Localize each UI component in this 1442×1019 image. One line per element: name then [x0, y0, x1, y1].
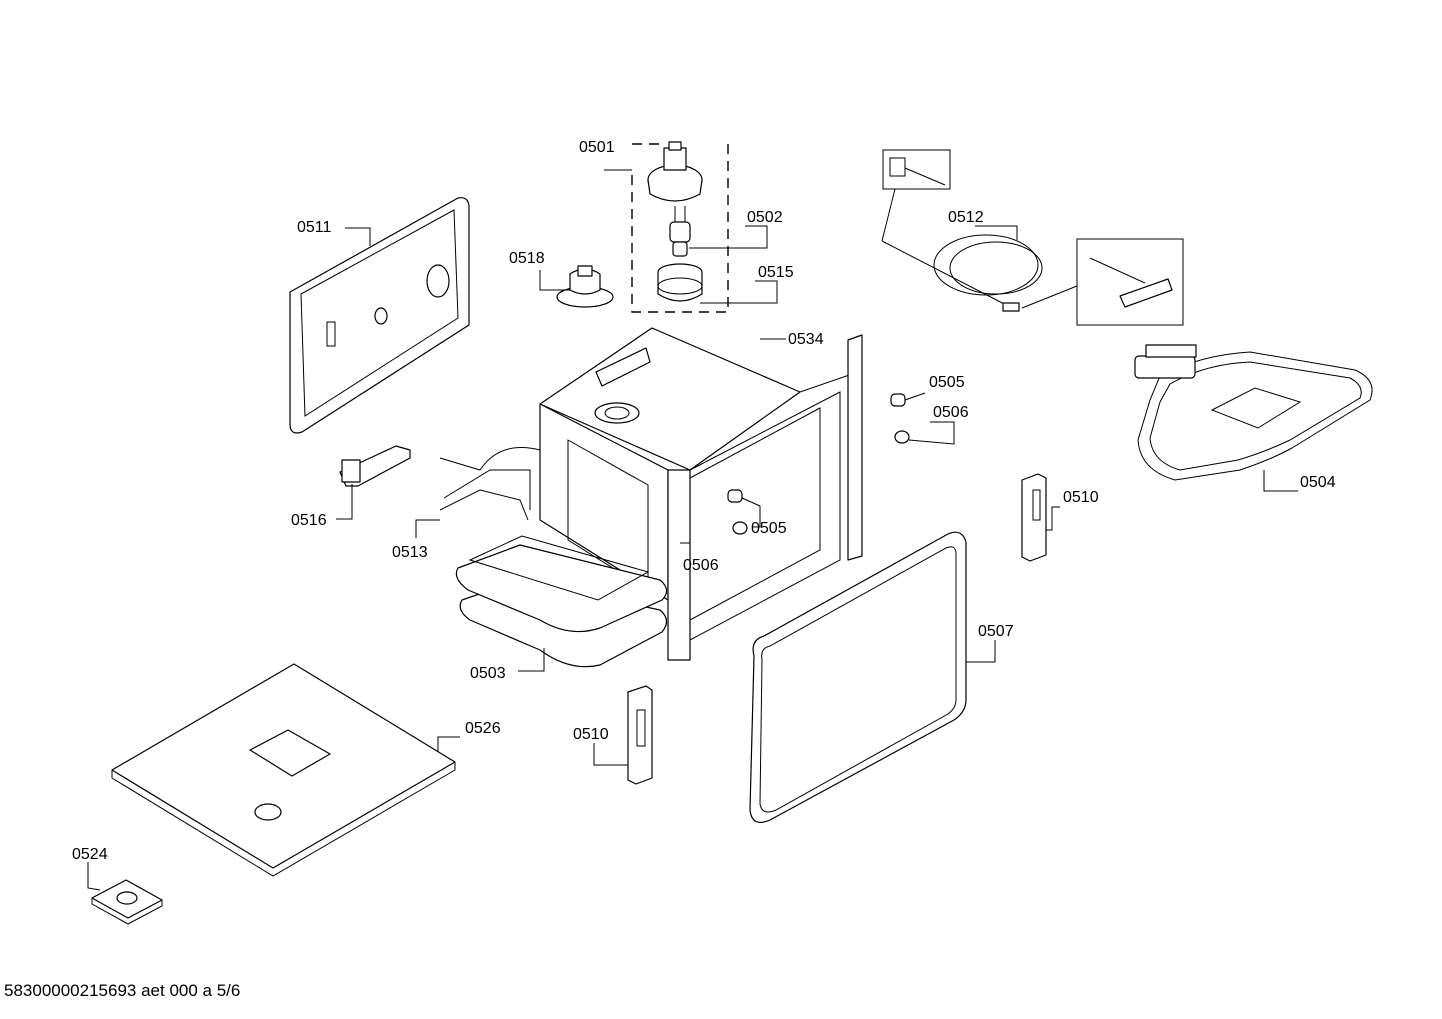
- lamp-assembly-dashed-frame: [631, 140, 729, 313]
- callout-0524: 0524: [72, 846, 108, 863]
- callout-0516: 0516: [291, 512, 327, 529]
- lamp-housing-part: [647, 141, 703, 202]
- callout-0512: 0512: [948, 209, 984, 226]
- cap-part-upper: [894, 430, 910, 444]
- insulation-plate-part: [111, 663, 456, 877]
- washer-part: [91, 879, 163, 925]
- callout-0526: 0526: [465, 720, 501, 737]
- callout-labels: 0501 0502 0515 0518 0511 0512 0534 0505 …: [72, 139, 1336, 863]
- callout-0506-upper: 0506: [933, 404, 969, 421]
- grill-heating-element-part: [1134, 344, 1373, 481]
- callout-0511: 0511: [297, 219, 332, 236]
- lamp-socket-part: [556, 265, 614, 308]
- oven-cavity-part: [539, 327, 863, 661]
- callout-0510-right: 0510: [1063, 489, 1099, 506]
- callout-0503: 0503: [470, 665, 506, 682]
- rear-panel-part: [289, 197, 470, 434]
- document-reference-footer: 58300000215693 aet 000 a 5/6: [4, 981, 241, 1000]
- hinge-part-bottom: [627, 685, 653, 785]
- callout-0506-lower: 0506: [683, 557, 719, 574]
- callout-0505-lower: 0505: [751, 520, 787, 537]
- callout-0515: 0515: [758, 264, 794, 281]
- leader-lines: [87, 169, 1298, 891]
- callout-0504: 0504: [1300, 474, 1336, 491]
- baking-tray-part: [455, 535, 668, 668]
- callout-0501: 0501: [579, 139, 615, 156]
- callout-0507: 0507: [978, 623, 1014, 640]
- door-seal-part: [749, 531, 967, 823]
- hinge-part-right: [1021, 473, 1047, 562]
- callout-0502: 0502: [747, 209, 783, 226]
- callout-0513: 0513: [392, 544, 428, 561]
- callout-0505-upper: 0505: [929, 374, 965, 391]
- sensor-cable-part: [881, 149, 1184, 326]
- fixing-clip-part-upper: [890, 393, 906, 407]
- callout-0518: 0518: [509, 250, 545, 267]
- lamp-bulb-part: [669, 206, 691, 257]
- switch-bracket-part: [339, 445, 411, 487]
- fixing-clip-part-lower: [727, 489, 743, 503]
- lamp-glass-part: [657, 263, 703, 302]
- cap-part-lower: [732, 521, 748, 535]
- callout-0534: 0534: [788, 331, 824, 348]
- callout-0510-bottom: 0510: [573, 726, 609, 743]
- lower-heating-element-part: [439, 447, 541, 521]
